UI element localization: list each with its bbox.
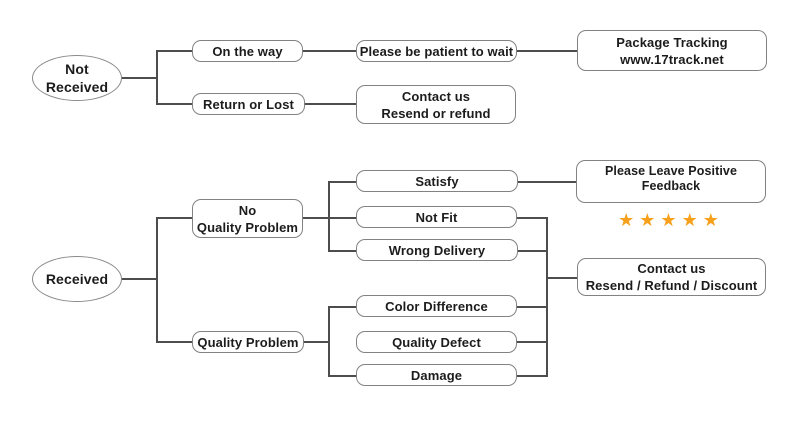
connector-line <box>156 103 193 105</box>
connector-line <box>328 250 357 252</box>
connector-line <box>517 181 577 183</box>
connector-line <box>517 375 548 377</box>
node-received: Received <box>32 256 122 302</box>
connector-line <box>302 50 357 52</box>
connector-line <box>303 341 329 343</box>
node-quality-problem: Quality Problem <box>192 331 304 353</box>
connector-line <box>121 77 157 79</box>
star-icon: ★ <box>618 210 640 231</box>
connector-line <box>328 306 357 308</box>
connector-line <box>516 50 578 52</box>
star-rating: ★★★★★ <box>618 194 724 231</box>
connector-line <box>156 217 193 219</box>
node-wrong-delivery: Wrong Delivery <box>356 239 518 261</box>
connector-line <box>328 306 330 376</box>
connector-line <box>156 341 193 343</box>
connector-line <box>328 181 330 251</box>
connector-line <box>546 277 578 279</box>
feedback-label: Please Leave Positive Feedback <box>604 164 738 193</box>
connector-line <box>304 103 357 105</box>
connector-line <box>156 50 158 104</box>
node-return-or-lost: Return or Lost <box>192 93 305 115</box>
node-no-quality-problem: No Quality Problem <box>192 199 303 238</box>
connector-line <box>328 217 357 219</box>
connector-line <box>328 375 357 377</box>
node-contact-resend-refund: Contact us Resend or refund <box>356 85 516 124</box>
node-package-tracking: Package Tracking www.17track.net <box>577 30 767 71</box>
node-on-the-way: On the way <box>192 40 303 62</box>
node-contact-resend-refund-discount: Contact us Resend / Refund / Discount <box>577 258 766 296</box>
star-icon: ★ <box>639 210 661 231</box>
connector-line <box>517 341 548 343</box>
star-icon: ★ <box>702 210 724 231</box>
node-please-be-patient: Please be patient to wait <box>356 40 517 62</box>
node-positive-feedback: Please Leave Positive Feedback ★★★★★ <box>576 160 766 230</box>
node-satisfy: Satisfy <box>356 170 518 192</box>
connector-line <box>302 217 329 219</box>
star-icon: ★ <box>660 210 682 231</box>
node-color-difference: Color Difference <box>356 295 517 317</box>
star-icon: ★ <box>681 210 703 231</box>
connector-line <box>546 217 548 376</box>
connector-line <box>156 50 193 52</box>
node-not-fit: Not Fit <box>356 206 517 228</box>
connector-line <box>517 217 548 219</box>
connector-line <box>517 306 548 308</box>
connector-line <box>328 181 357 183</box>
node-not-received: Not Received <box>32 55 122 101</box>
node-quality-defect: Quality Defect <box>356 331 517 353</box>
connector-line <box>156 217 158 342</box>
connector-line <box>121 278 157 280</box>
connector-line <box>517 250 548 252</box>
node-damage: Damage <box>356 364 517 386</box>
